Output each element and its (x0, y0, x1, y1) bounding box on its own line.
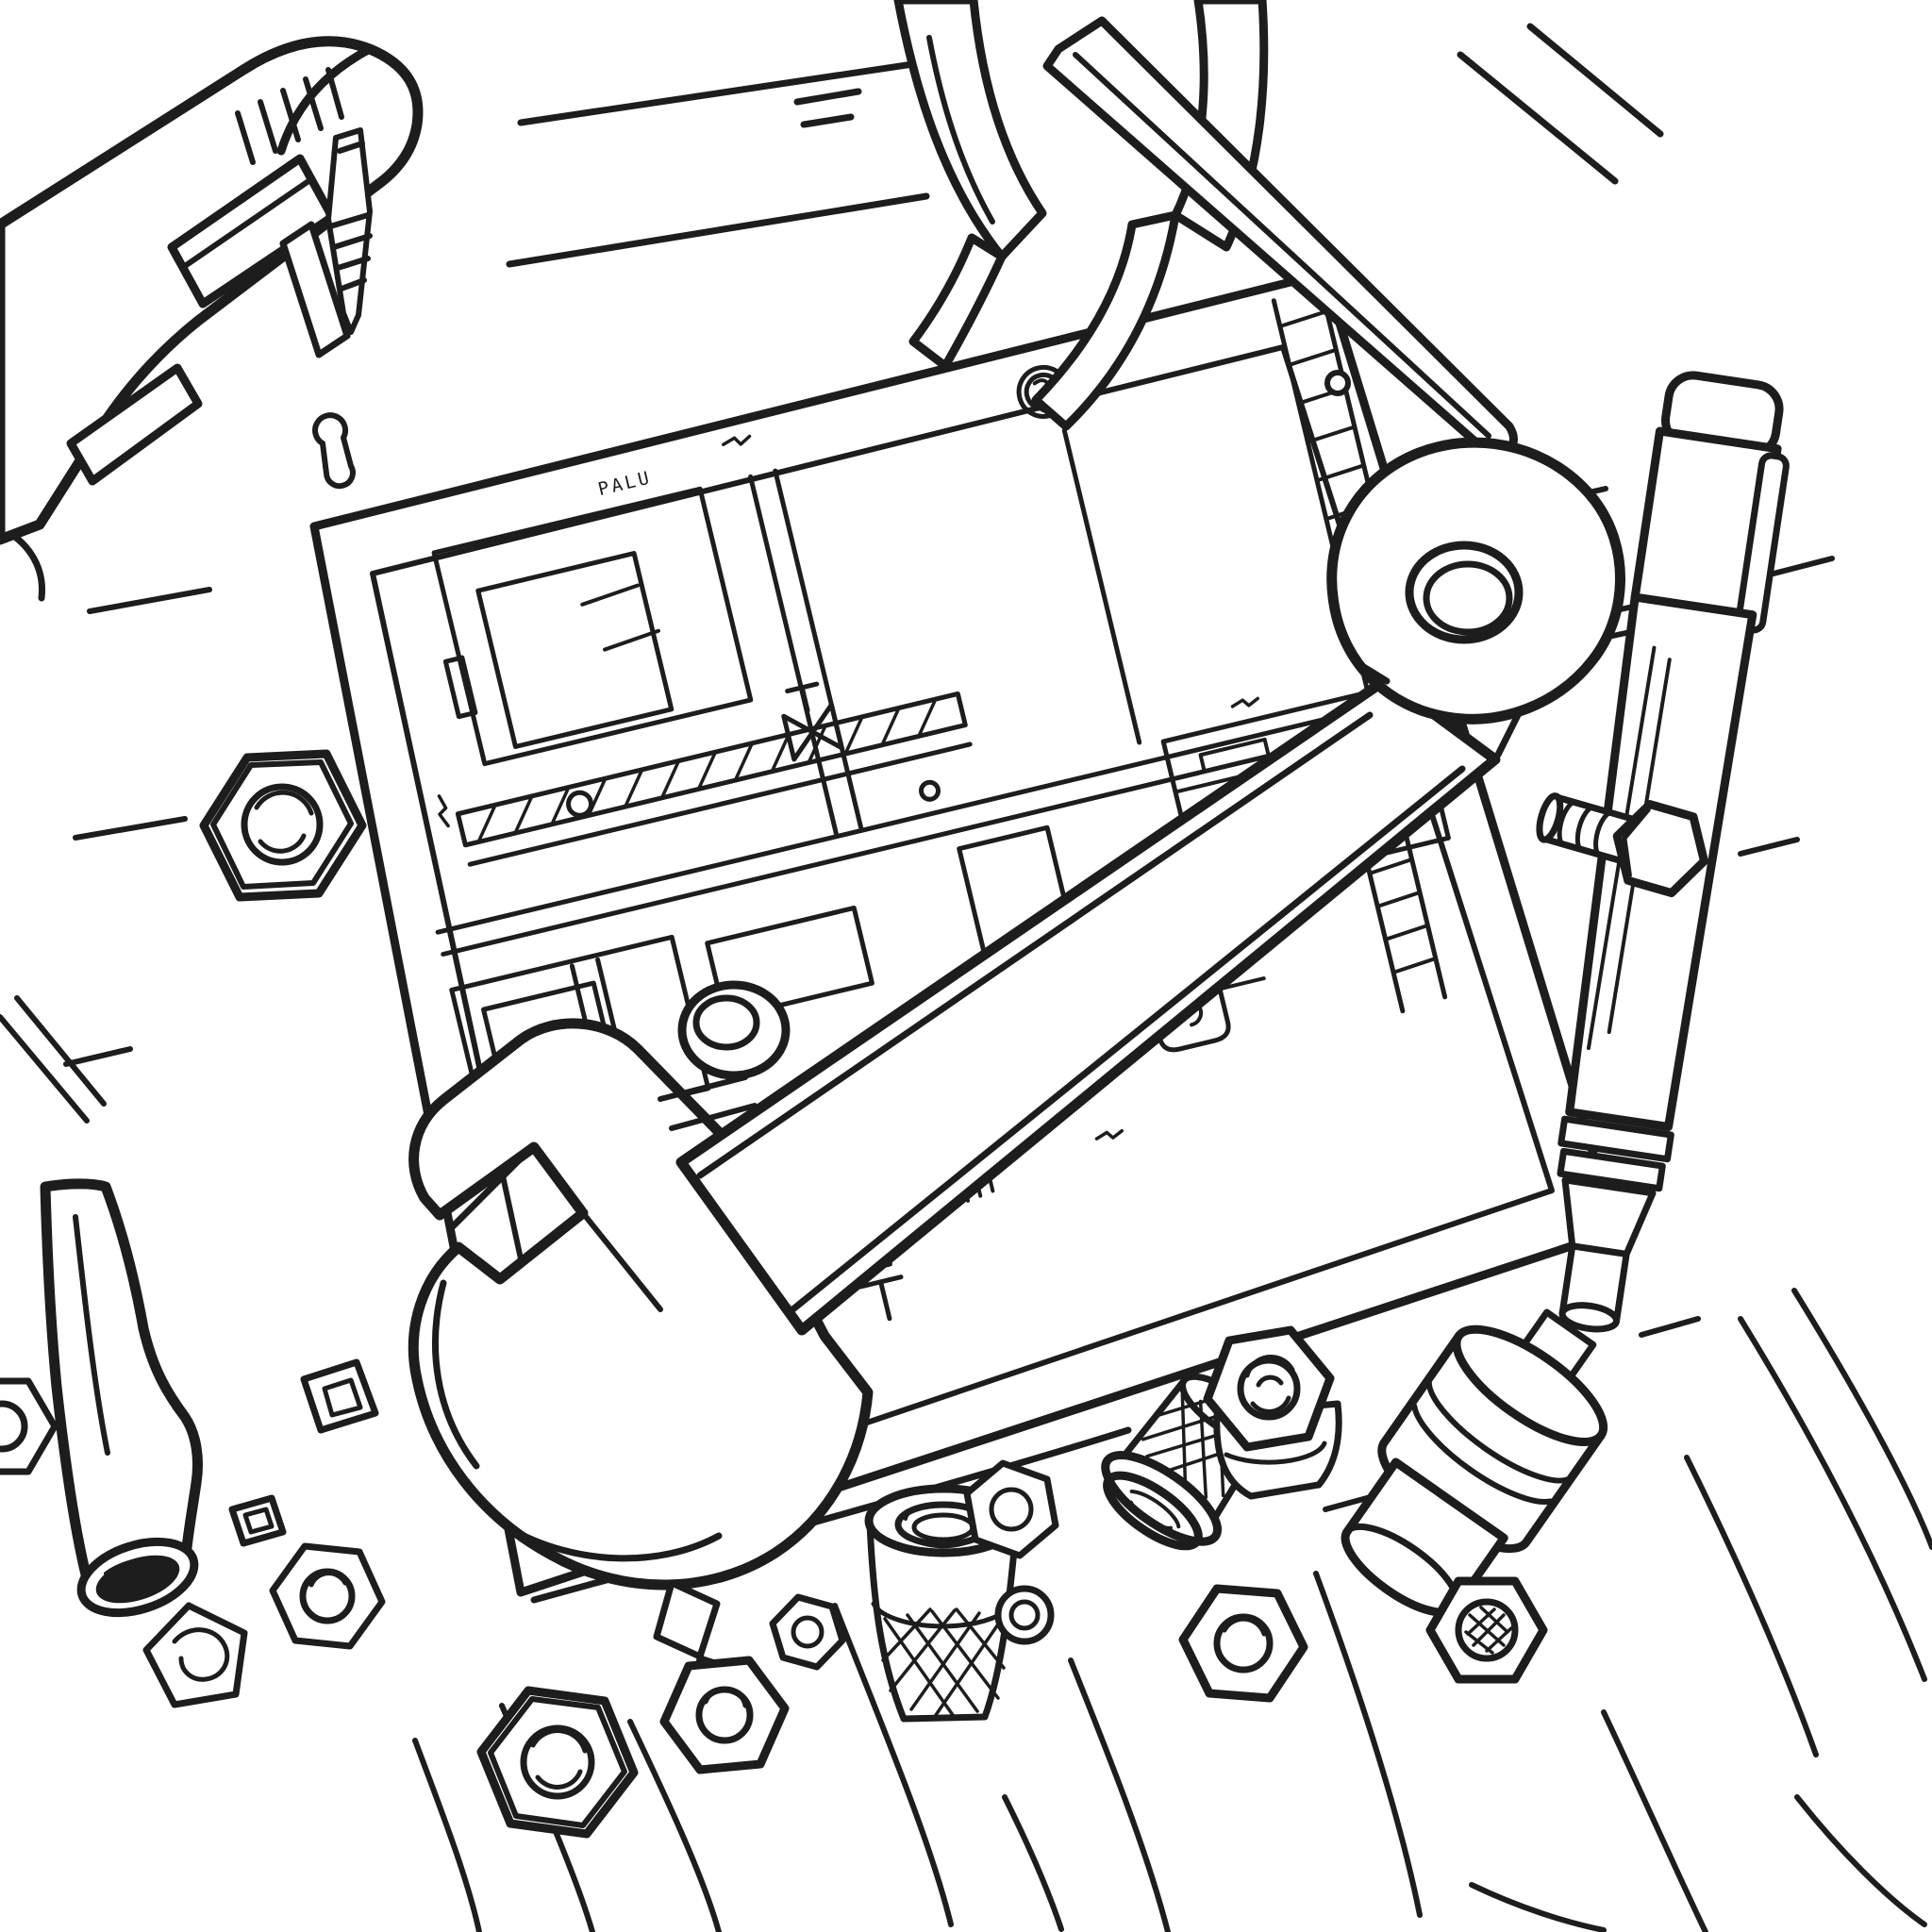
pentagon-nut (142, 1602, 248, 1708)
knurl-hatch (1141, 1392, 1254, 1499)
nose-cap-line (276, 44, 375, 156)
knurl-hatch (881, 1607, 1006, 1717)
threaded-bolt (1536, 792, 1709, 898)
hex-nut (1178, 1584, 1308, 1703)
square-washers (228, 1358, 379, 1547)
hex-nut-partial (0, 1377, 58, 1475)
socket-adapter (1341, 1308, 1608, 1617)
hex-nut-small (769, 1593, 846, 1671)
hex-nut (659, 1656, 790, 1774)
hex-nut-knurled (1425, 1576, 1548, 1684)
pliers-right-jaw (1031, 210, 1180, 431)
washer (994, 1585, 1055, 1645)
handle-slot (279, 221, 351, 358)
drill-bit (325, 127, 373, 335)
flanged-nut (1203, 1325, 1342, 1500)
wrench-ring-head (1326, 437, 1625, 724)
wrench-eye (1405, 541, 1524, 644)
pen-ring (1557, 1147, 1666, 1192)
adjustable-wrench (408, 437, 1625, 1726)
hex-nut (476, 1686, 639, 1839)
keyhole (312, 412, 356, 490)
pen-ring (1557, 1115, 1674, 1163)
wrench-head (408, 1018, 874, 1591)
strap-band-2 (66, 363, 203, 486)
bolt-head (1612, 800, 1709, 898)
tool-handle (40, 1178, 203, 1618)
wrench-shaft (675, 674, 1501, 1336)
caulking-gun (0, 36, 424, 545)
tool-hole (1324, 370, 1351, 396)
hex-nut (963, 1459, 1059, 1559)
pliers-left-jaw (908, 233, 1007, 371)
vent-slots (235, 67, 344, 165)
hex-nut-left (199, 749, 367, 902)
wrench-thumbwheel (677, 980, 791, 1080)
sheet-inner-border (370, 344, 1555, 1524)
knurled-insert (864, 1484, 1023, 1723)
hex-nuts-bottom (0, 1308, 1608, 1839)
hex-nut (269, 1542, 386, 1650)
